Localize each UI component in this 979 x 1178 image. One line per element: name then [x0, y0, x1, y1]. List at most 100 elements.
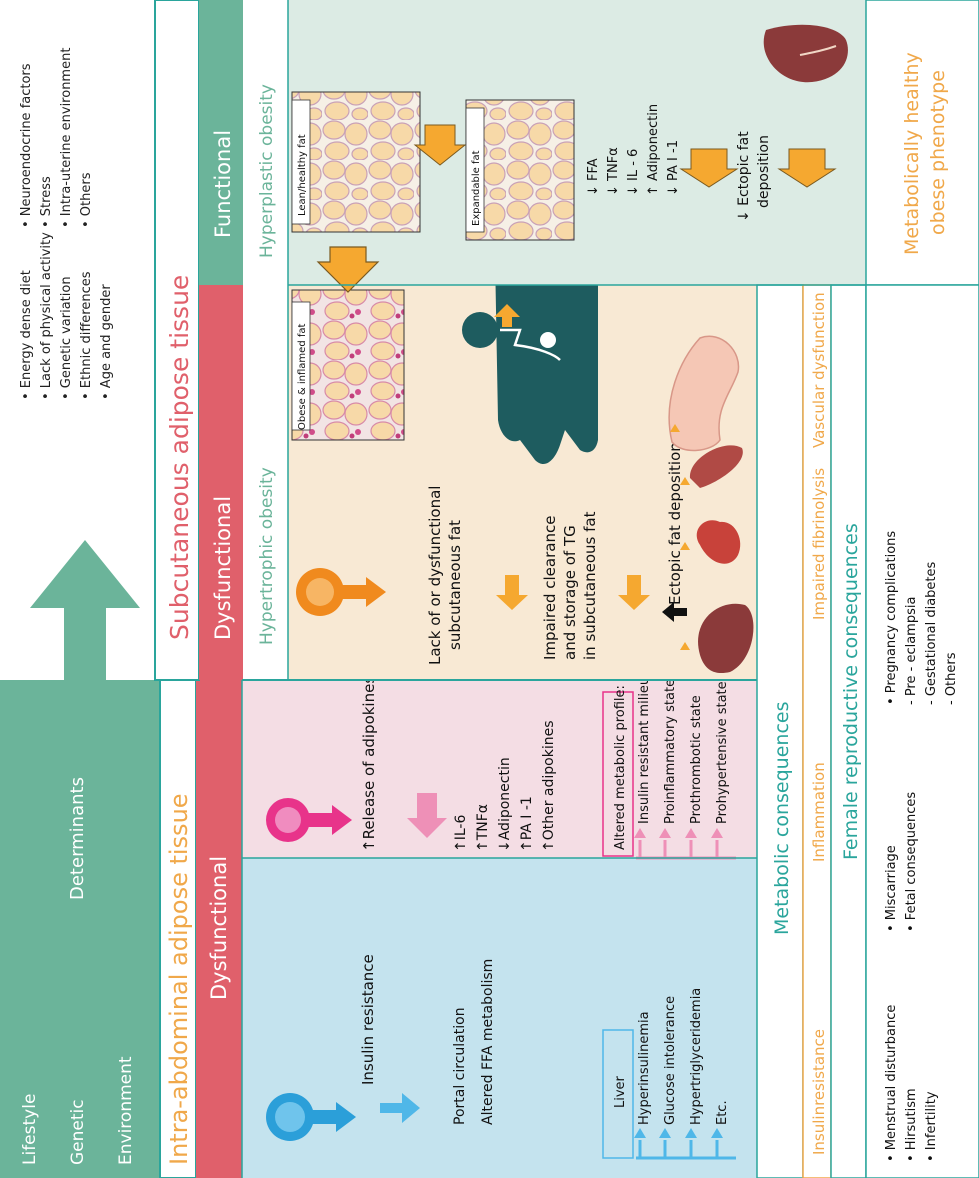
blue-panel [242, 858, 757, 1178]
small-orange-arrow [494, 304, 520, 327]
repro-item: • Miscarriage [884, 845, 899, 932]
metabolic-title-band [756, 284, 804, 1178]
marker-item: ↑ Adiponectin [646, 104, 661, 196]
liver-item: Hyperinsulinemia [637, 1011, 652, 1125]
reproductive-col1: • Menstrual disturbance • Hirsutism • In… [884, 1005, 939, 1162]
hypertrophic-label: Hypertrophic obesity [257, 467, 277, 645]
hyperplastic-band [243, 0, 288, 285]
metabolic-item: Vascular dysfunction [810, 292, 828, 448]
impaired-line2: and storage of TG [561, 525, 579, 660]
blue-arrow [380, 1093, 420, 1123]
phenotype-line1: Metabolically healthy [901, 52, 923, 255]
marker-item: ↓ IL - 6 [626, 149, 641, 196]
det-item: • Stress [39, 176, 54, 228]
hypertrophic-band [243, 285, 288, 680]
determinants-list-a: • Energy dense diet • Lack of physical a… [19, 232, 114, 400]
reproductive-items-box [865, 284, 979, 1178]
reproductive-col3: • Pregnancy complications - Pre - eclamp… [884, 531, 959, 705]
repro-item: - Pre - eclampsia [904, 597, 919, 705]
adipokine-item: ↑IL-6 [453, 815, 469, 852]
profile-item: Insulin resistant milieu [637, 677, 652, 824]
adipokine-item: ↓Adiponectin [497, 757, 513, 852]
marker-list: ↓ FFA ↓ TNFα ↓ IL - 6 ↑ Adiponectin ↓ PA… [586, 104, 681, 196]
repro-item: • Fetal consequences [904, 792, 919, 932]
liver-item: Hypertriglyceridemia [689, 988, 704, 1125]
intra-abdominal-title: Intra-abdominal adipose tissue [165, 793, 193, 1165]
liver-item: Glucose intolerance [663, 996, 678, 1125]
down-arrow-lean [316, 246, 380, 293]
metabolic-items-band [802, 284, 832, 1178]
determinants-bar [0, 680, 160, 1178]
det-item: • Genetic variation [59, 276, 74, 400]
repro-item: • Hirsutism [904, 1088, 919, 1162]
metabolic-title: Metabolic consequences [771, 702, 793, 935]
ectopic-line2: deposition [756, 135, 772, 208]
metabolic-item: Inflammation [810, 762, 828, 862]
expandable-fat-label: Expandable fat [471, 150, 482, 226]
profile-item: Proinflammatory state [663, 679, 678, 824]
portal-circulation-label: Portal circulation [452, 1007, 468, 1125]
ectopic-label: Ectopic fat deposition [666, 442, 684, 605]
liver-box: Liver Hyperinsulinemia Glucose intoleran… [602, 988, 736, 1160]
altered-ffa-label: Altered FFA metabolism [480, 959, 496, 1125]
functional-label: Functional [211, 130, 235, 238]
obese-fat-label: Obese & inflamed fat [297, 324, 308, 431]
obese-fat-image: Obese & inflamed fat [291, 289, 405, 441]
insulin-resistance-label: Insulin resistance [359, 954, 377, 1085]
pancreas-organ [668, 335, 740, 452]
det-item: • Age and gender [99, 284, 114, 400]
blue-circle-symbol [266, 1093, 356, 1141]
impaired-line1: Impaired clearance [541, 516, 559, 660]
ectopic-line1: ↓ Ectopic fat [736, 131, 752, 222]
repro-item: • Infertility [924, 1091, 939, 1162]
det-item: • Energy dense diet [19, 270, 34, 400]
tan-arrow-2 [618, 575, 650, 610]
dysfunctional-left-band [196, 680, 242, 1178]
dysfunctional-right-label: Dysfunctional [211, 496, 235, 640]
heart-organ [696, 520, 741, 564]
reproductive-title: Female reproductive consequences [840, 523, 862, 860]
phenotype-line2: obese phenotype [927, 70, 949, 235]
repro-item: • Pregnancy complications [884, 531, 899, 705]
tan-arrow-1 [496, 575, 528, 610]
adipokine-item: ↑TNFα [475, 804, 491, 852]
orange-circle-symbol [296, 568, 386, 616]
hyperplastic-label: Hyperplastic obesity [257, 84, 277, 258]
det-item: • Intra-uterine environment [59, 48, 74, 228]
adipokine-item: ↑Other adipokines [541, 720, 557, 852]
lean-fat-image: Lean/healthy fat [291, 91, 421, 233]
release-adipokines-label: ↑Release of adipokines [360, 676, 378, 852]
ectopic-label-group: Ectopic fat deposition [662, 442, 687, 622]
determinants-title: Determinants [67, 777, 88, 900]
repro-item: - Others [944, 652, 959, 705]
liver-title: Liver [613, 1075, 628, 1108]
lifestyle-label: Lifestyle [20, 1094, 40, 1165]
lack-line1: Lack of or dysfunctional [426, 486, 444, 665]
organs-row [668, 335, 754, 674]
repro-item: - Gestational diabetes [924, 561, 939, 705]
reproductive-col2: • Miscarriage • Fetal consequences [884, 792, 919, 932]
profile-title: Altered metabolic profile: [613, 685, 628, 850]
repro-item: • Menstrual disturbance [884, 1005, 899, 1162]
liver-item: Etc. [715, 1100, 730, 1125]
impaired-line3: in subcutaneous fat [581, 511, 599, 660]
marker-item: ↓ PA I -1 [666, 140, 681, 196]
intra-header-band [159, 679, 197, 1178]
subcutaneous-title: Subcutaneous adipose tissue [165, 275, 194, 640]
dysfunctional-left-label: Dysfunctional [207, 856, 231, 1000]
lack-line2: subcutaneous fat [446, 520, 464, 650]
dysfunctional-right-band [199, 285, 243, 680]
right-arrow-3 [777, 148, 837, 188]
functional-band [199, 0, 243, 285]
metabolic-item: Impaired fibrinolysis [810, 468, 828, 620]
muscle-organ [689, 445, 743, 488]
det-item: • Neuroendocrine factors [19, 63, 34, 228]
lean-fat-label: Lean/healthy fat [297, 134, 308, 216]
marker-item: ↓ TNFα [606, 147, 621, 196]
pink-arrow [407, 793, 447, 838]
metabolic-item: Insulinresistance [810, 1029, 828, 1155]
determinants-arrow [30, 540, 140, 682]
marker-item: ↓ FFA [586, 158, 601, 196]
determinants-list-b: • Neuroendocrine factors • Stress • Intr… [19, 48, 94, 228]
